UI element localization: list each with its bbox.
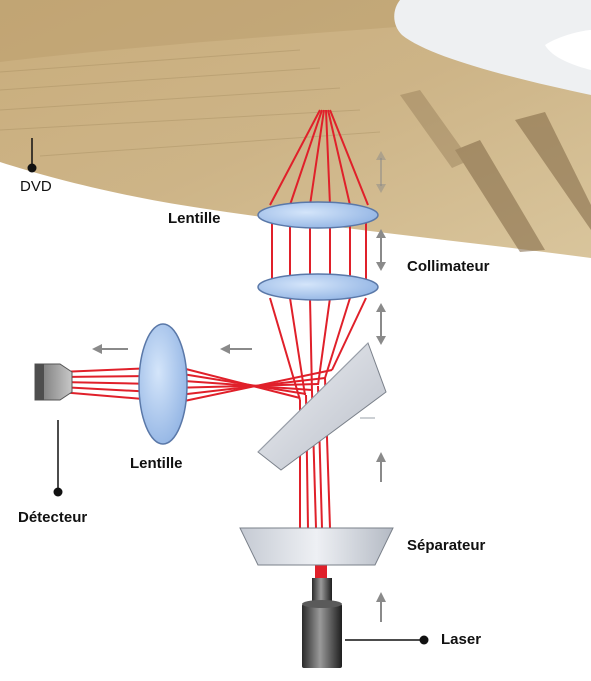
label-laser: Laser xyxy=(441,631,482,648)
label-objective-lens: Lentille xyxy=(168,210,221,227)
label-detector: Détecteur xyxy=(18,509,88,526)
direction-arrows xyxy=(92,151,386,622)
objective-lens xyxy=(257,201,379,229)
laser-diode xyxy=(302,578,342,668)
detector-device xyxy=(34,363,73,401)
laser-pointer-dot xyxy=(419,635,429,645)
label-collimator: Collimateur xyxy=(407,258,490,275)
beam-splitter-prism xyxy=(257,342,387,471)
label-detector-lens: Lentille xyxy=(130,455,183,472)
leader-lines xyxy=(31,138,424,641)
separator-plate xyxy=(239,527,394,566)
collimator-lens xyxy=(257,273,379,301)
label-separator: Séparateur xyxy=(407,537,486,554)
detector-pointer-dot xyxy=(53,487,63,497)
label-dvd: DVD xyxy=(20,178,52,195)
dvd-disc xyxy=(0,0,591,258)
detector-lens xyxy=(138,323,188,445)
dvd-pointer-dot xyxy=(27,163,37,173)
